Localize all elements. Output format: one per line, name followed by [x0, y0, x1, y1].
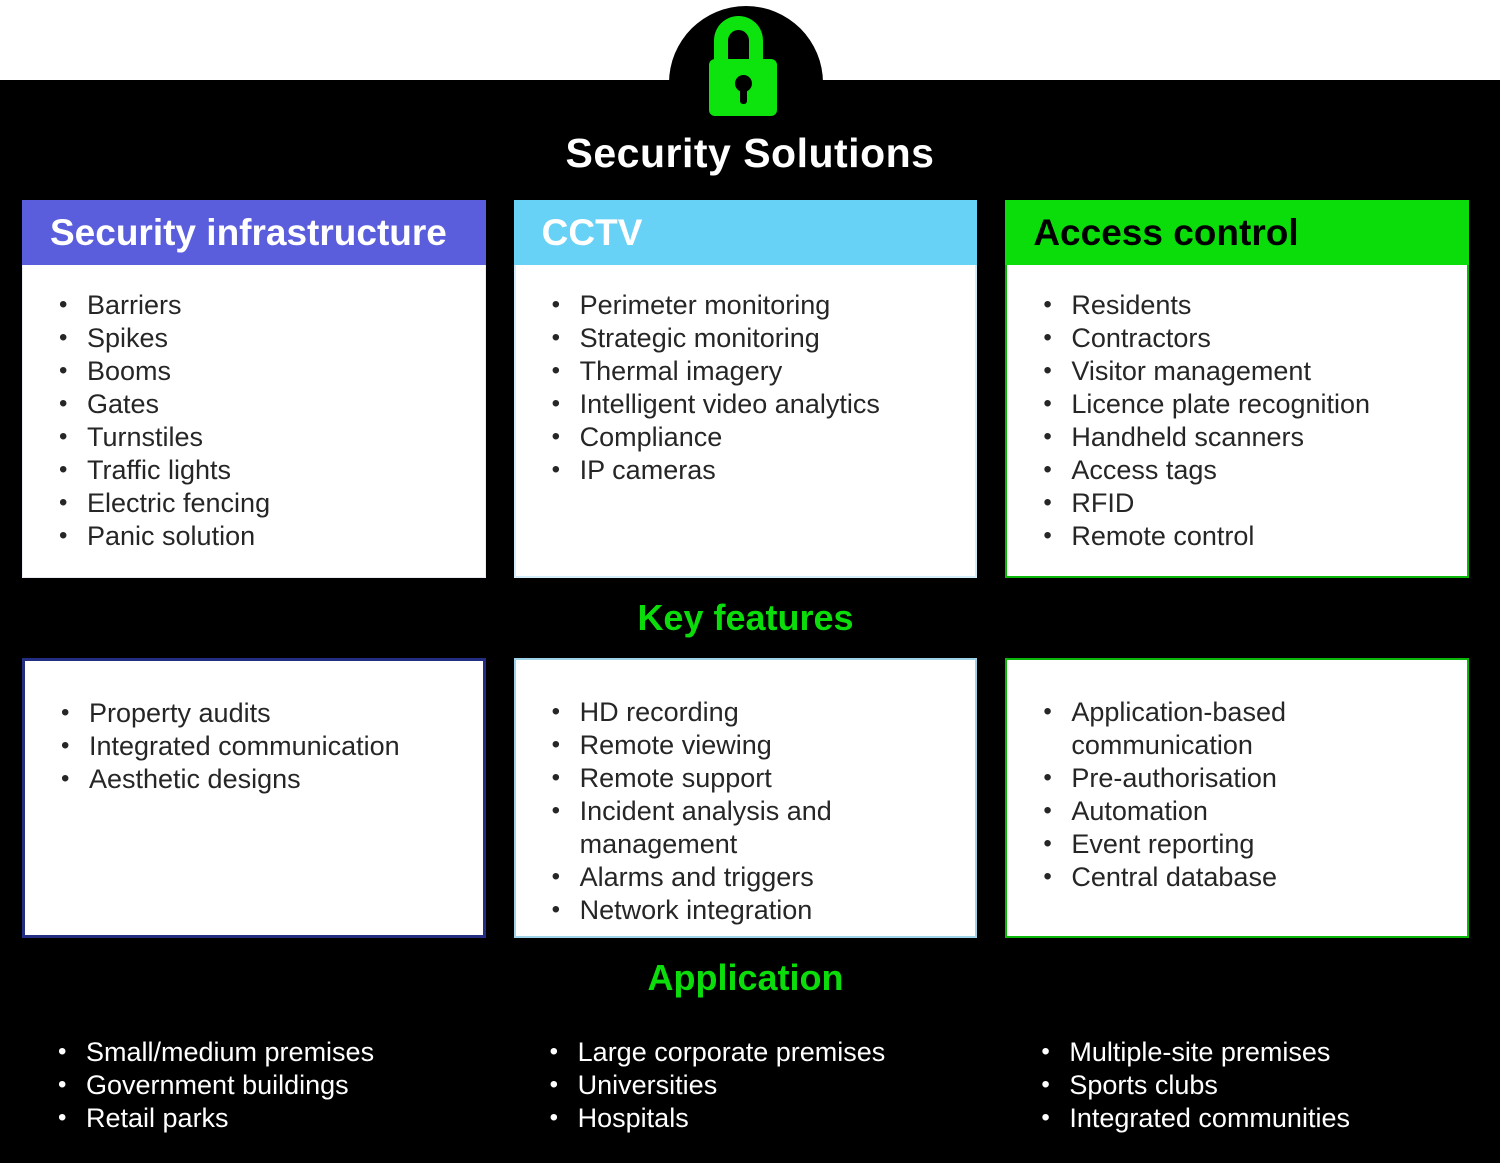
key-features-box-access-control: Application-based communicationPre-autho… [1005, 658, 1469, 938]
card-security-infrastructure: Security infrastructure BarriersSpikesBo… [22, 200, 486, 578]
list-item: Integrated communities [1039, 1101, 1459, 1135]
card-access-control: Access control ResidentsContractorsVisit… [1005, 200, 1469, 578]
list-item: Electric fencing [57, 486, 469, 520]
list-item: Government buildings [56, 1068, 476, 1102]
padlock-icon [669, 6, 823, 160]
content-grid: Security infrastructure BarriersSpikesBo… [22, 200, 1469, 1163]
solutions-list-security-infrastructure: BarriersSpikesBoomsGatesTurnstilesTraffi… [23, 265, 485, 553]
key-features-list-access-control: Application-based communicationPre-autho… [1007, 660, 1467, 894]
list-item: Property audits [59, 696, 467, 730]
list-item: Barriers [57, 288, 469, 322]
list-item: Multiple-site premises [1039, 1035, 1459, 1069]
list-item: Compliance [550, 420, 960, 454]
application-list-security-infrastructure: Small/medium premisesGovernment building… [22, 1018, 486, 1135]
application-list-cctv: Large corporate premisesUniversitiesHosp… [514, 1018, 978, 1135]
list-item: Gates [57, 387, 469, 421]
list-item: Automation [1041, 794, 1451, 828]
application-heading: Application [647, 957, 844, 998]
list-item: Spikes [57, 321, 469, 355]
application-cell-access-control: Multiple-site premisesSports clubsIntegr… [1005, 1018, 1469, 1163]
list-item: Alarms and triggers [550, 860, 960, 894]
list-item: Pre-authorisation [1041, 761, 1451, 795]
list-item: Strategic monitoring [550, 321, 960, 355]
key-features-box-cctv: HD recordingRemote viewingRemote support… [513, 658, 978, 938]
list-item: IP cameras [550, 453, 960, 487]
key-features-list-cctv: HD recordingRemote viewingRemote support… [516, 660, 976, 927]
list-item: Event reporting [1041, 827, 1451, 861]
list-item: Traffic lights [57, 453, 469, 487]
list-item: Thermal imagery [550, 354, 960, 388]
list-item: Remote viewing [550, 728, 960, 762]
column-header-security-infrastructure: Security infrastructure [22, 200, 486, 265]
list-item: Residents [1041, 288, 1451, 322]
solutions-box-access-control: ResidentsContractorsVisitor managementLi… [1005, 265, 1469, 578]
solutions-list-access-control: ResidentsContractorsVisitor managementLi… [1007, 265, 1467, 553]
solutions-box-cctv: Perimeter monitoringStrategic monitoring… [513, 265, 978, 578]
list-item: Integrated communication [59, 729, 467, 763]
list-item: Central database [1041, 860, 1451, 894]
application-list-access-control: Multiple-site premisesSports clubsIntegr… [1005, 1018, 1469, 1135]
list-item: Handheld scanners [1041, 420, 1451, 454]
list-item: Hospitals [548, 1101, 968, 1135]
list-item: Visitor management [1041, 354, 1451, 388]
page-title: Security Solutions [565, 130, 935, 176]
list-item: Retail parks [56, 1101, 476, 1135]
application-cell-cctv: Large corporate premisesUniversitiesHosp… [514, 1018, 978, 1163]
keyhole-icon [735, 75, 752, 92]
list-item: Sports clubs [1039, 1068, 1459, 1102]
key-features-list-security-infrastructure: Property auditsIntegrated communicationA… [25, 661, 483, 796]
column-header-access-control: Access control [1005, 200, 1469, 265]
key-features-heading: Key features [637, 597, 854, 638]
list-item: Booms [57, 354, 469, 388]
list-item: Perimeter monitoring [550, 288, 960, 322]
list-item: Aesthetic designs [59, 762, 467, 796]
list-item: Incident analysis and management [550, 794, 960, 861]
list-item: Turnstiles [57, 420, 469, 454]
solutions-list-cctv: Perimeter monitoringStrategic monitoring… [516, 265, 976, 487]
list-item: Application-based communication [1041, 695, 1451, 762]
list-item: RFID [1041, 486, 1451, 520]
card-cctv: CCTV Perimeter monitoringStrategic monit… [513, 200, 978, 578]
application-cell-security-infrastructure: Small/medium premisesGovernment building… [22, 1018, 486, 1163]
key-features-box-security-infrastructure: Property auditsIntegrated communicationA… [22, 658, 486, 938]
list-item: Panic solution [57, 519, 469, 553]
keyhole-stem [740, 86, 747, 104]
list-item: Contractors [1041, 321, 1451, 355]
list-item: Remote control [1041, 519, 1451, 553]
list-item: Small/medium premises [56, 1035, 476, 1069]
list-item: Remote support [550, 761, 960, 795]
solutions-box-security-infrastructure: BarriersSpikesBoomsGatesTurnstilesTraffi… [22, 265, 486, 578]
list-item: Intelligent video analytics [550, 387, 960, 421]
list-item: Universities [548, 1068, 968, 1102]
list-item: HD recording [550, 695, 960, 729]
list-item: Network integration [550, 893, 960, 927]
list-item: Access tags [1041, 453, 1451, 487]
list-item: Licence plate recognition [1041, 387, 1451, 421]
list-item: Large corporate premises [548, 1035, 968, 1069]
column-header-cctv: CCTV [513, 200, 978, 265]
